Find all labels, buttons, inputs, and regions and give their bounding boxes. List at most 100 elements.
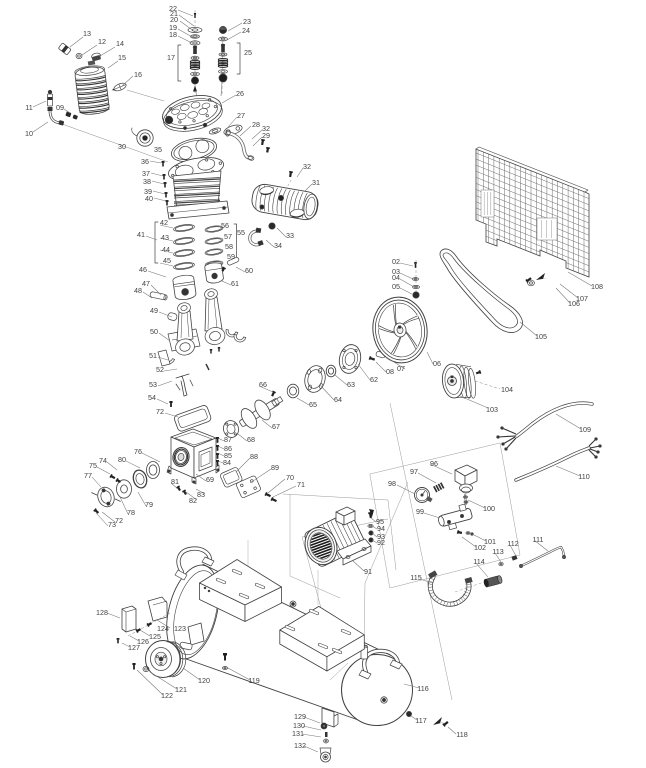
svg-text:128: 128 [96, 608, 108, 617]
svg-text:72: 72 [156, 407, 164, 416]
svg-text:106: 106 [568, 299, 580, 308]
svg-text:108: 108 [591, 282, 603, 291]
svg-text:69: 69 [206, 475, 214, 484]
svg-text:115: 115 [410, 573, 421, 582]
svg-text:39: 39 [144, 187, 152, 196]
svg-text:08: 08 [386, 367, 394, 376]
svg-text:121: 121 [175, 685, 187, 694]
svg-text:32: 32 [262, 124, 270, 133]
svg-text:129: 129 [294, 712, 306, 721]
svg-text:55: 55 [237, 228, 245, 237]
svg-text:26: 26 [236, 89, 244, 98]
svg-text:50: 50 [150, 327, 158, 336]
svg-text:10: 10 [25, 129, 33, 138]
svg-text:98: 98 [388, 479, 396, 488]
svg-text:07: 07 [397, 364, 405, 373]
svg-text:04: 04 [392, 273, 400, 282]
svg-text:03: 03 [392, 267, 400, 276]
svg-text:12: 12 [98, 37, 106, 46]
svg-text:21: 21 [170, 9, 178, 18]
svg-text:80: 80 [118, 455, 126, 464]
svg-text:53: 53 [149, 380, 157, 389]
svg-text:122: 122 [161, 691, 173, 700]
svg-text:117: 117 [415, 716, 426, 725]
svg-text:72: 72 [115, 516, 123, 525]
svg-text:28: 28 [252, 120, 260, 129]
svg-text:71: 71 [297, 480, 305, 489]
svg-text:103: 103 [486, 405, 498, 414]
svg-text:30: 30 [118, 142, 126, 151]
svg-text:52: 52 [156, 365, 164, 374]
svg-text:87: 87 [224, 435, 232, 444]
svg-text:92: 92 [377, 538, 385, 547]
svg-text:33: 33 [286, 231, 294, 240]
svg-text:79: 79 [145, 500, 153, 509]
svg-text:109: 109 [579, 425, 591, 434]
svg-text:101: 101 [484, 537, 496, 546]
svg-text:48: 48 [134, 286, 142, 295]
svg-text:15: 15 [118, 53, 126, 62]
svg-text:112: 112 [507, 539, 518, 548]
svg-text:14: 14 [116, 39, 124, 48]
svg-text:66: 66 [259, 380, 267, 389]
svg-text:02: 02 [392, 257, 400, 266]
svg-text:19: 19 [169, 23, 177, 32]
svg-text:29: 29 [262, 131, 270, 140]
svg-text:123: 123 [174, 624, 186, 633]
svg-text:05: 05 [392, 282, 400, 291]
svg-text:100: 100 [483, 504, 495, 513]
svg-text:74: 74 [99, 456, 107, 465]
svg-text:91: 91 [364, 567, 372, 576]
svg-text:22: 22 [169, 4, 177, 13]
svg-text:83: 83 [197, 490, 205, 499]
svg-text:60: 60 [245, 266, 253, 275]
svg-text:13: 13 [83, 29, 91, 38]
svg-text:77: 77 [84, 471, 92, 480]
svg-text:116: 116 [417, 684, 428, 693]
svg-text:35: 35 [154, 145, 162, 154]
svg-text:97: 97 [410, 467, 418, 476]
svg-text:82: 82 [189, 496, 197, 505]
svg-text:95: 95 [376, 517, 384, 526]
svg-text:67: 67 [272, 422, 280, 431]
svg-text:58: 58 [225, 242, 233, 251]
svg-text:130: 130 [293, 721, 305, 730]
svg-text:23: 23 [243, 17, 251, 26]
svg-text:43: 43 [161, 233, 169, 242]
svg-text:76: 76 [134, 447, 142, 456]
svg-text:110: 110 [578, 472, 589, 481]
svg-text:42: 42 [160, 218, 168, 227]
svg-text:118: 118 [456, 730, 467, 739]
svg-text:86: 86 [224, 444, 232, 453]
svg-text:64: 64 [334, 395, 342, 404]
svg-text:131: 131 [292, 729, 304, 738]
svg-text:46: 46 [139, 265, 147, 274]
svg-text:49: 49 [150, 306, 158, 315]
svg-text:107: 107 [576, 294, 588, 303]
svg-text:127: 127 [128, 643, 140, 652]
svg-text:119: 119 [248, 676, 259, 685]
svg-text:18: 18 [169, 30, 177, 39]
svg-text:17: 17 [167, 53, 175, 62]
svg-text:61: 61 [231, 279, 239, 288]
svg-text:06: 06 [433, 359, 441, 368]
svg-text:38: 38 [143, 177, 151, 186]
svg-text:132: 132 [294, 741, 306, 750]
svg-text:88: 88 [250, 452, 258, 461]
svg-text:68: 68 [247, 435, 255, 444]
svg-text:84: 84 [223, 458, 231, 467]
svg-text:09: 09 [56, 103, 64, 112]
svg-text:24: 24 [242, 26, 250, 35]
svg-text:57: 57 [224, 232, 232, 241]
svg-text:81: 81 [171, 477, 179, 486]
svg-text:78: 78 [127, 508, 135, 517]
svg-text:37: 37 [142, 169, 150, 178]
svg-text:73: 73 [108, 520, 116, 529]
svg-text:70: 70 [286, 473, 294, 482]
svg-text:114: 114 [473, 557, 484, 566]
svg-text:62: 62 [370, 375, 378, 384]
svg-text:93: 93 [377, 532, 385, 541]
svg-text:102: 102 [474, 543, 486, 552]
svg-text:85: 85 [224, 451, 232, 460]
svg-text:31: 31 [312, 178, 320, 187]
